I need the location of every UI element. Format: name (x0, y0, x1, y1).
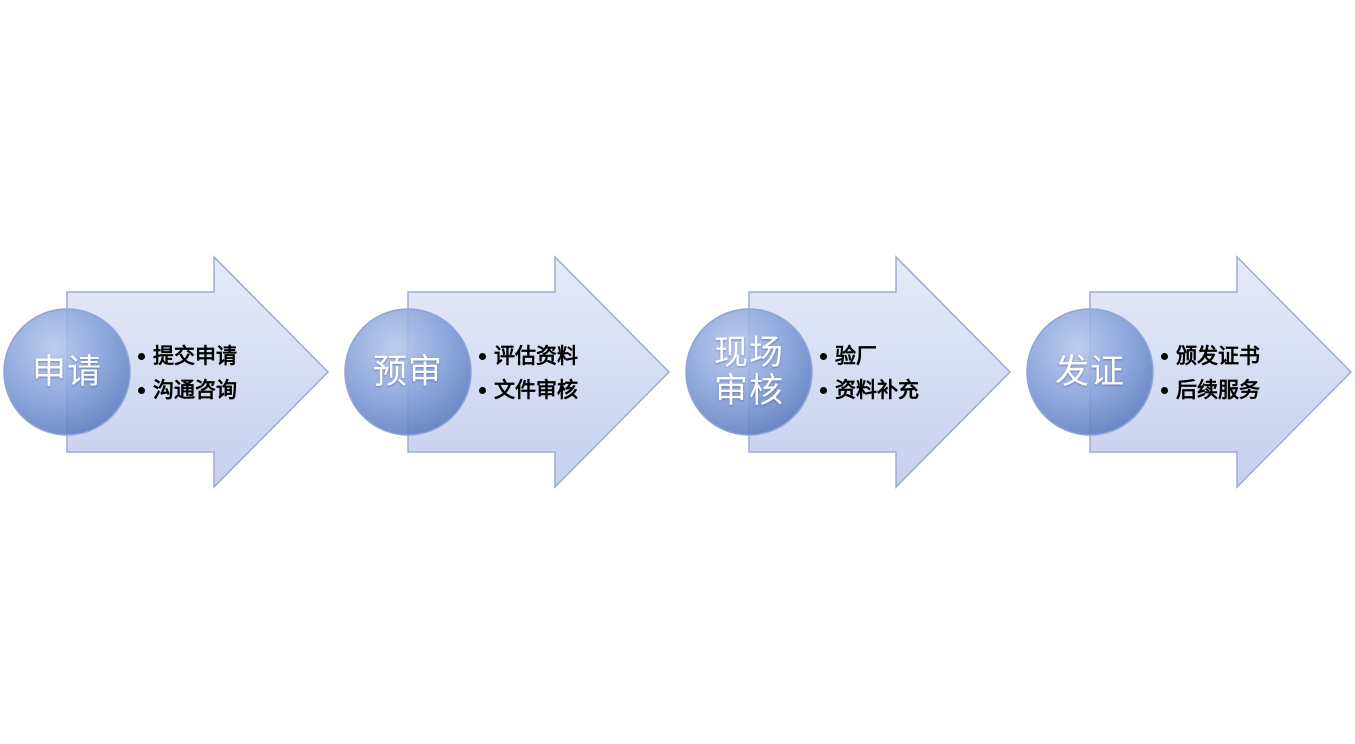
step-2-shapes (344, 255, 671, 489)
step-4-bullet-item-1: 颁发证书 (1161, 339, 1311, 373)
bullet-dot-icon (479, 386, 486, 394)
bullet-dot-icon (1161, 352, 1168, 360)
bullet-dot-icon (1161, 386, 1168, 394)
step-4-title-line-1: 发证 (1055, 352, 1125, 392)
step-4-bullet-item-2: 后续服务 (1161, 373, 1311, 407)
step-2-bullet-list: 评估资料 文件审核 (479, 325, 629, 421)
step-3-title: 现场 审核 (684, 307, 814, 437)
step-4-shapes (1026, 255, 1353, 489)
process-step-2: 预审 评估资料 文件审核 (341, 255, 671, 489)
step-3-bullet-list: 验厂 资料补充 (820, 325, 970, 421)
bullet-dot-icon (138, 386, 145, 394)
step-3-arrow (748, 255, 1012, 489)
step-1-bullet-item-2: 沟通咨询 (138, 373, 288, 407)
step-3-bullet-item-1: 验厂 (820, 339, 970, 373)
process-step-1: 申请 提交申请 沟通咨询 (0, 255, 330, 489)
step-1-title: 申请 (2, 307, 132, 437)
step-1-bullet-item-1: 提交申请 (138, 339, 288, 373)
step-3-title-line-1: 现场 (714, 333, 784, 373)
process-step-4: 发证 颁发证书 后续服务 (1023, 255, 1353, 489)
step-1-shapes (3, 255, 330, 489)
step-1-title-line-1: 申请 (32, 352, 102, 392)
step-1-circle (3, 308, 131, 436)
step-3-circle (685, 308, 813, 436)
step-3-shapes (685, 255, 1012, 489)
step-4-bullet-list: 颁发证书 后续服务 (1161, 325, 1311, 421)
step-4-arrow (1089, 255, 1353, 489)
step-2-title: 预审 (343, 307, 473, 437)
step-4-title: 发证 (1025, 307, 1155, 437)
step-2-title-line-1: 预审 (373, 352, 443, 392)
bullet-dot-icon (479, 352, 486, 360)
step-3-title-line-2: 审核 (714, 371, 784, 411)
bullet-dot-icon (820, 352, 827, 360)
step-3-bullet-item-2: 资料补充 (820, 373, 970, 407)
step-2-circle (344, 308, 472, 436)
step-2-bullet-item-2: 文件审核 (479, 373, 629, 407)
step-1-arrow (66, 255, 330, 489)
bullet-dot-icon (138, 352, 145, 360)
step-2-bullet-item-1: 评估资料 (479, 339, 629, 373)
step-1-bullet-list: 提交申请 沟通咨询 (138, 325, 288, 421)
bullet-dot-icon (820, 386, 827, 394)
process-step-3: 现场 审核 验厂 资料补充 (682, 255, 1012, 489)
step-4-circle (1026, 308, 1154, 436)
step-2-arrow (407, 255, 671, 489)
